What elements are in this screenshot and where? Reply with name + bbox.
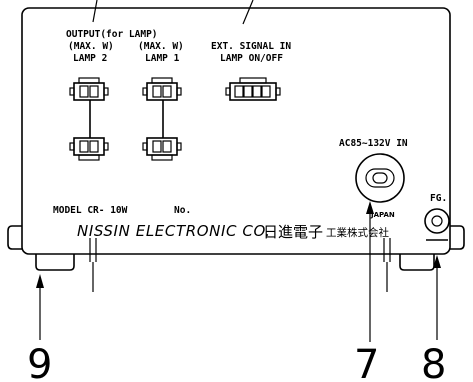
lamp1-max-label: (MAX. W) xyxy=(138,41,184,52)
left-center-mark xyxy=(89,238,97,292)
lamp1-upper-connector xyxy=(142,77,182,101)
company-name-english: NISSIN ELECTRONIC CO. xyxy=(77,222,271,240)
lamp2-max-label: (MAX. W) xyxy=(68,41,114,52)
lamp1-lower-connector xyxy=(142,137,182,161)
top-leader-right xyxy=(242,0,254,25)
right-center-mark xyxy=(383,238,391,292)
callout-arrow-ground xyxy=(433,255,441,340)
right-side-ear xyxy=(450,225,465,250)
ground-terminal xyxy=(424,208,450,241)
callout-number-8: 8 xyxy=(421,342,446,382)
enclosure-outline xyxy=(21,7,451,255)
japan-label: JAPAN xyxy=(370,211,395,219)
model-label: MODEL CR- 10W xyxy=(53,205,128,216)
ext-signal-label: EXT. SIGNAL IN xyxy=(211,41,291,52)
lamp2-upper-connector xyxy=(69,77,109,101)
top-leader-left xyxy=(92,0,98,23)
serial-number-label: No. xyxy=(174,205,191,216)
left-foot xyxy=(35,254,75,271)
right-foot xyxy=(399,254,435,271)
company-name-japanese: 日進電子 xyxy=(263,223,323,241)
power-inlet xyxy=(355,153,405,203)
output-header: OUTPUT(for LAMP) xyxy=(66,29,158,40)
ac-input-label: AC85~132V IN xyxy=(339,138,408,149)
fg-label: FG. xyxy=(430,193,447,204)
lamp-onoff-label: LAMP ON/OFF xyxy=(220,53,283,64)
callout-arrow-power-inlet xyxy=(366,201,374,342)
callout-arrow-left-foot xyxy=(36,274,44,340)
company-name-japanese-suffix: 工業株式会社 xyxy=(326,226,389,239)
lamp2-lower-connector xyxy=(69,137,109,161)
lamp2-name-label: LAMP 2 xyxy=(73,53,107,64)
lamp1-name-label: LAMP 1 xyxy=(145,53,180,64)
callout-number-9: 9 xyxy=(27,342,52,382)
callout-number-7: 7 xyxy=(354,342,379,382)
left-side-ear xyxy=(7,225,22,250)
ext-signal-connector xyxy=(225,77,281,101)
